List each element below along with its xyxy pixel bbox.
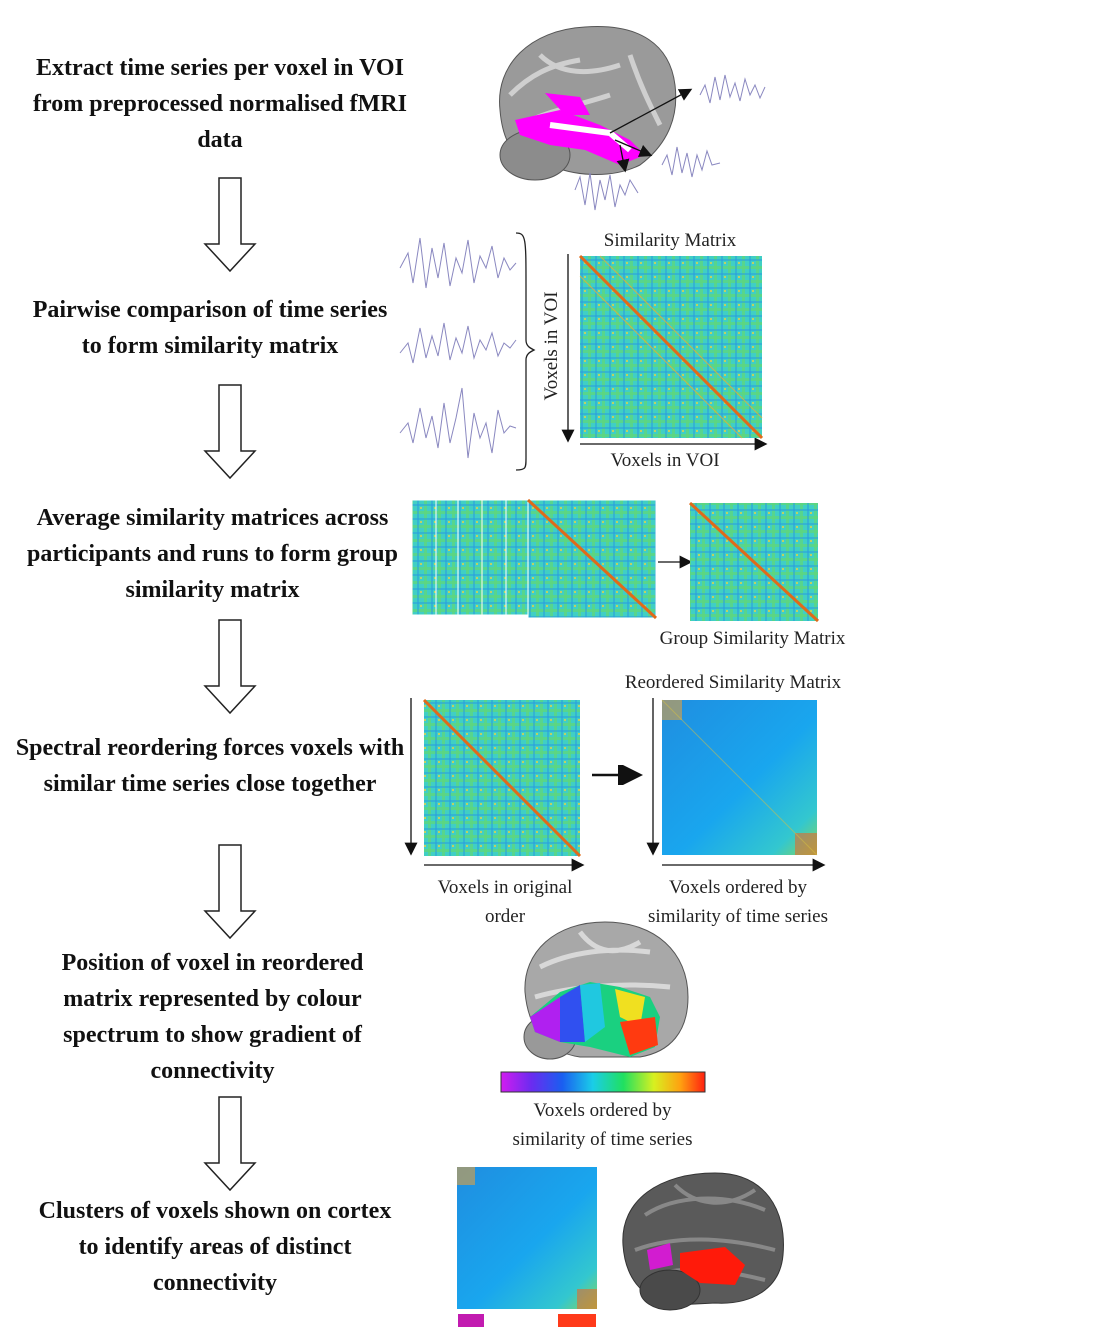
group-similarity-matrix-label: Group Similarity Matrix [659,628,846,649]
similarity-matrix [561,254,768,451]
colourbar-label: Voxels ordered by similarity of time ser… [512,1100,693,1150]
voxels-original-order-label: Voxels in original order [437,877,573,927]
down-arrow-icon [203,384,257,480]
similarity-matrix-title: Similarity Matrix [603,230,737,251]
time-series-traces [399,232,536,471]
voxels-ordered-similarity-label: Voxels ordered by similarity of time ser… [648,877,828,927]
colour-spectrum-bar [500,1071,706,1093]
down-arrow-icon [203,844,257,940]
down-arrow-icon [203,177,257,273]
step-5-text: Position of voxel in reordered matrix re… [61,950,364,1084]
voxels-in-voi-x-label: Voxels in VOI [610,450,720,471]
step-6-text: Clusters of voxels shown on cortex to id… [38,1198,392,1296]
step-3-text: Average similarity matrices across parti… [27,505,398,603]
down-arrow-icon [203,619,257,715]
group-similarity-matrix [688,502,820,623]
step-2-text: Pairwise comparison of time series to fo… [32,297,388,359]
brain-cortex-clusters [622,1172,784,1311]
brain-gradient-map [523,921,689,1060]
brain-sagittal-voi [499,26,766,211]
reordered-similarity-matrix [646,698,826,872]
reordered-matrix-title: Reordered Similarity Matrix [624,672,842,693]
reorder-arrow [592,765,643,785]
cluster-matrix [457,1167,597,1327]
down-arrow-icon [203,1096,257,1192]
step-1-text: Extract time series per voxel in VOI fro… [33,55,407,153]
original-order-matrix [404,698,585,872]
step-4-text: Spectral reordering forces voxels with s… [15,735,405,797]
stacked-similarity-matrices [411,498,693,620]
